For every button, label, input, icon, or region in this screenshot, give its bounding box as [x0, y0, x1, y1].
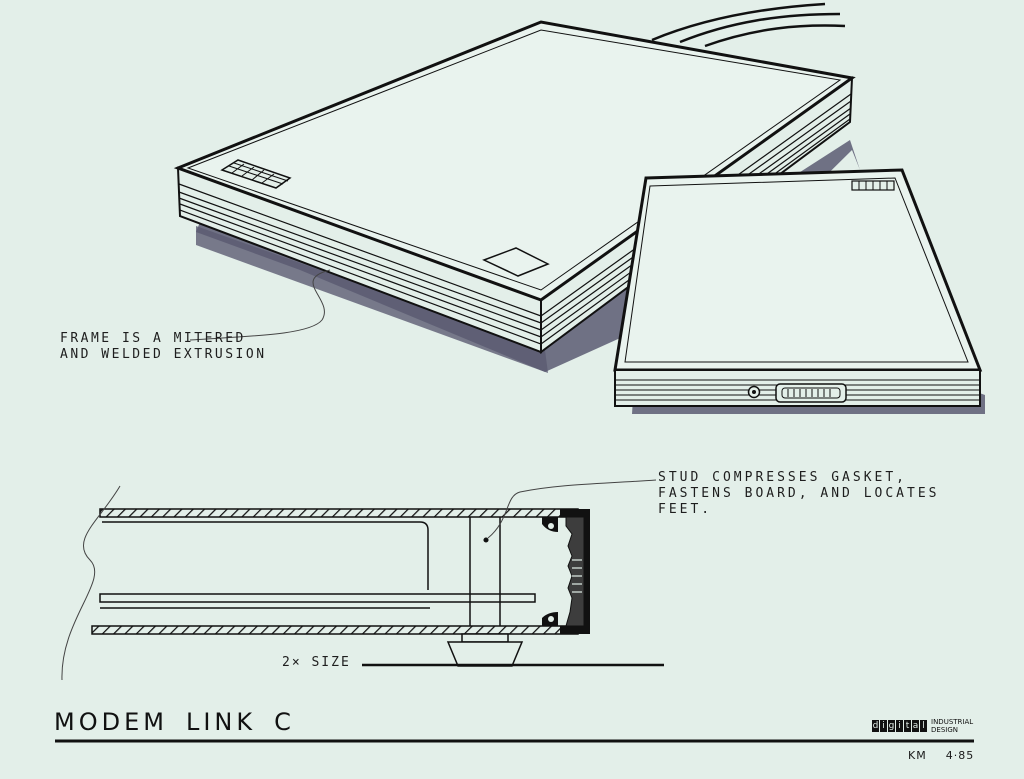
title-word-2: LINK: [185, 708, 257, 736]
small-modem-drawing: [613, 168, 985, 414]
cross-section-drawing: [61, 485, 590, 681]
frame-note-line-2: AND WELDED EXTRUSION: [60, 347, 267, 362]
small-vent-grille: [851, 180, 895, 191]
designer-initials: KM: [908, 749, 927, 762]
logo-letter: d: [872, 720, 879, 732]
logo-letter: g: [888, 720, 895, 732]
frame-note: FRAME IS A MITERED AND WELDED EXTRUSION: [60, 331, 267, 363]
brand-logo-blocks: d i g i t a l: [872, 720, 927, 732]
stud: [469, 517, 501, 626]
title-word-3: C: [274, 708, 295, 736]
logo-letter: l: [920, 720, 927, 732]
cables: [651, 2, 846, 48]
logo-line-2: DESIGN: [931, 726, 958, 734]
frame-note-line-1: FRAME IS A MITERED: [60, 331, 246, 346]
label-plate: [482, 247, 550, 277]
foot: [446, 633, 524, 667]
frame-leader-line: [189, 269, 331, 341]
drawing-date: 4·85: [945, 749, 975, 762]
end-extrusion: [542, 509, 590, 634]
title-word-1: MODEM: [54, 708, 168, 736]
bottom-wall: [91, 625, 579, 635]
power-knob: [747, 385, 761, 399]
logo-letter: i: [880, 720, 887, 732]
vent-grille: [220, 159, 292, 189]
stud-note-line-3: FEET.: [658, 502, 713, 517]
serial-connector: [775, 383, 847, 403]
company-logo: d i g i t a l INDUSTRIAL DESIGN: [872, 718, 973, 734]
break-line: [61, 485, 121, 681]
logo-letter: a: [912, 720, 919, 732]
logo-department: INDUSTRIAL DESIGN: [931, 718, 973, 734]
signature-date: KM 4·85: [908, 749, 974, 762]
stud-note-line-2: FASTENS BOARD, AND LOCATES: [658, 486, 940, 501]
logo-letter: i: [896, 720, 903, 732]
circuit-board: [102, 521, 429, 590]
drawing-title: MODEM LINK C: [54, 708, 295, 736]
logo-letter: t: [904, 720, 911, 732]
large-modem-shadow-body: [196, 226, 548, 373]
stud-note-line-1: STUD COMPRESSES GASKET,: [658, 470, 908, 485]
small-modem-top-face: [613, 168, 983, 372]
scale-label: 2× SIZE: [282, 655, 351, 670]
stud-note: STUD COMPRESSES GASKET, FASTENS BOARD, A…: [658, 470, 940, 518]
large-modem-top-face: [173, 20, 856, 302]
logo-line-1: INDUSTRIAL: [931, 718, 974, 726]
stud-leader-line: [487, 479, 657, 539]
